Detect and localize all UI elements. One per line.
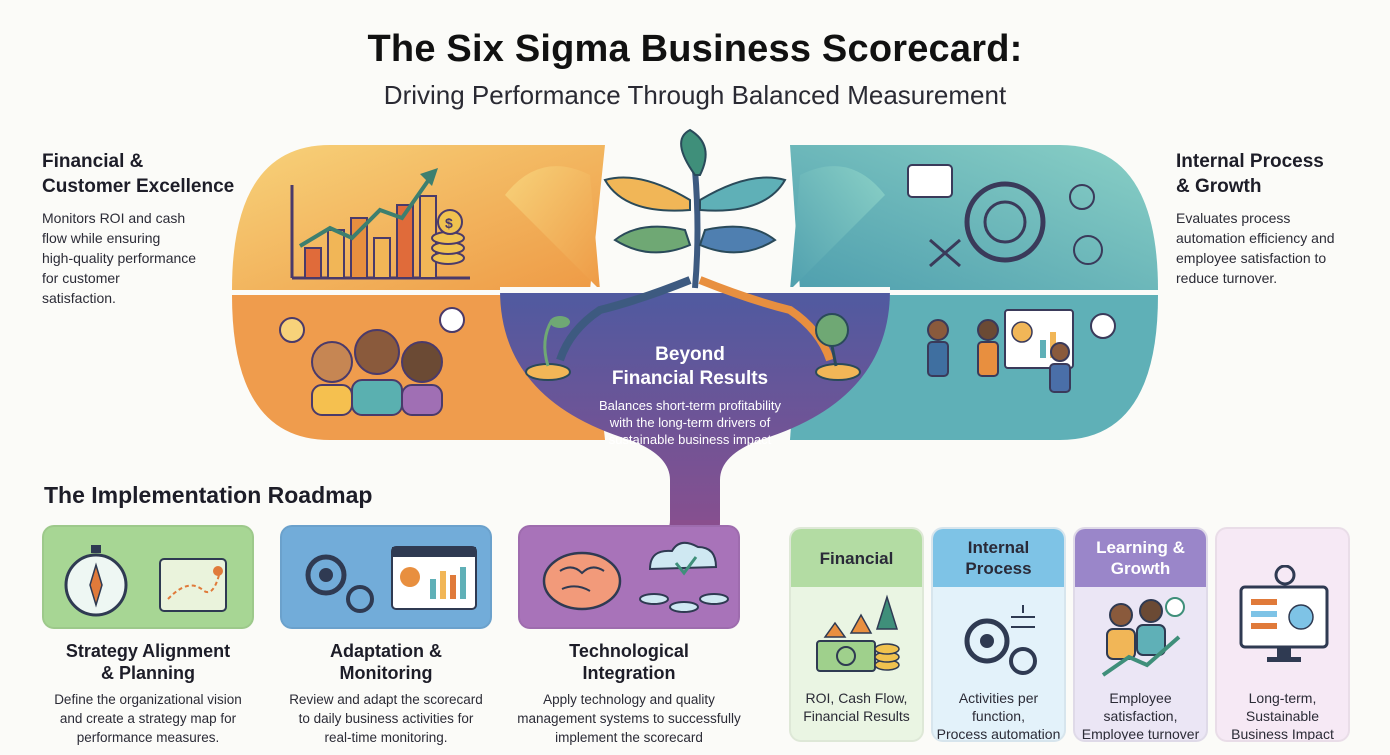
scorecard-internal-process-header: Internal Process <box>933 529 1064 587</box>
scorecard-internal-process-text: Activities per function, Process automat… <box>936 690 1061 742</box>
left-panel-description: Monitors ROI and cash flow while ensurin… <box>42 210 197 306</box>
scorecard-financial-text: ROI, Cash Flow, Financial Results <box>803 690 910 724</box>
employees-growth-icon <box>1101 597 1185 677</box>
money-growth-icon <box>816 594 900 672</box>
dashboard-monitor-icon <box>1239 565 1329 662</box>
internal-process-panel <box>790 145 1158 290</box>
scorecard-financial-header: Financial <box>791 529 922 587</box>
brain-cloud-database-icon <box>542 541 729 613</box>
scorecard-learning-growth: Learning & Growth Employee satisfaction,… <box>1073 527 1208 742</box>
scorecard-internal-process: Internal Process Activities per function… <box>931 527 1066 742</box>
roadmap-title: The Implementation Roadmap <box>44 482 373 508</box>
adaptation-step-description: Review and adapt the scorecard to daily … <box>289 692 483 745</box>
page-subtitle: Driving Performance Through Balanced Mea… <box>383 80 1007 110</box>
strategy-step-title: Strategy Alignment & Planning <box>65 641 231 683</box>
left-panel-title: Financial & Customer Excellence <box>42 151 235 197</box>
scorecard-business-impact: Long-term, Sustainable Business Impact <box>1215 527 1350 742</box>
scorecard-business-impact-text: Long-term, Sustainable Business Impact <box>1231 690 1334 742</box>
right-panel-description: Evaluates process automation efficiency … <box>1176 210 1335 286</box>
center-heading: Beyond Financial Results <box>611 344 769 389</box>
adaptation-step-title: Adaptation & Monitoring <box>330 641 442 683</box>
adaptation-step-card <box>280 525 492 629</box>
process-gears-icon <box>964 605 1037 675</box>
strategy-step-card <box>42 525 254 629</box>
scorecard-financial: Financial ROI, Cash Flow, Financial Resu… <box>789 527 924 742</box>
scorecard-learning-growth-text: Employee satisfaction, Employee turnover <box>1081 690 1200 742</box>
center-description: Balances short-term profitability with t… <box>598 398 782 447</box>
center-shield <box>500 128 890 560</box>
technology-step-description: Apply technology and quality management … <box>517 692 741 745</box>
page-title: The Six Sigma Business Scorecard: <box>367 28 1023 70</box>
technology-step-card <box>518 525 740 629</box>
scorecard-learning-growth-header: Learning & Growth <box>1075 529 1206 587</box>
svg-text:$: $ <box>445 215 453 231</box>
gears-dashboard-icon <box>305 546 477 613</box>
technology-step-title: Technological Integration <box>569 641 689 683</box>
strategy-step-description: Define the organizational vision and cre… <box>54 692 242 745</box>
right-panel-title: Internal Process & Growth <box>1176 151 1324 197</box>
financial-panel: $ <box>232 145 605 290</box>
compass-map-icon <box>64 545 227 617</box>
